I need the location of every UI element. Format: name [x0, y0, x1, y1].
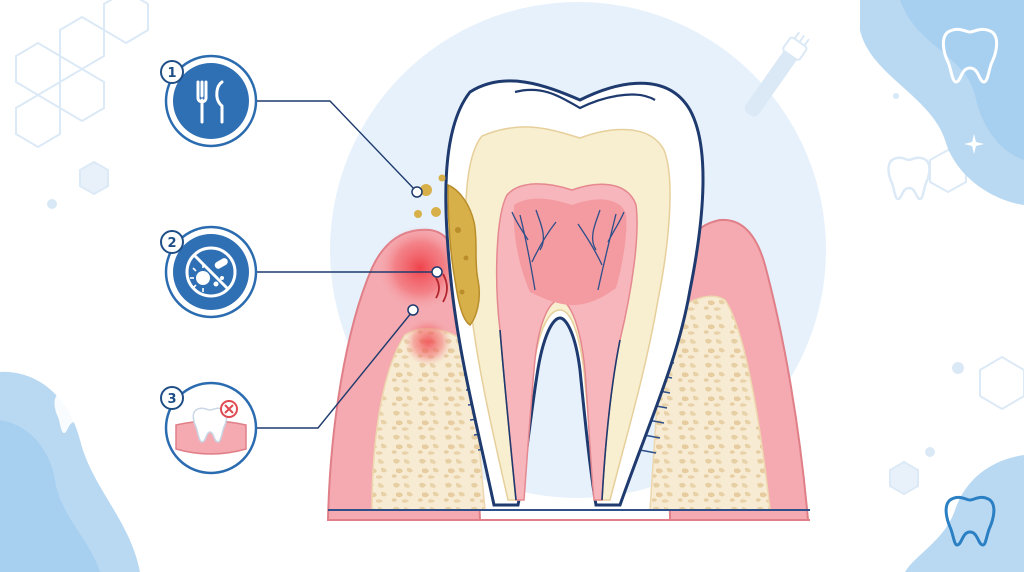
callout-2: 2	[160, 225, 258, 319]
callout-number-3: 3	[167, 392, 176, 407]
bottom-right-blob	[905, 455, 1024, 572]
leader-lines	[256, 100, 443, 429]
pulp-chamber	[513, 198, 627, 305]
plaque-particle	[414, 210, 422, 218]
callout-1: 1	[160, 54, 258, 148]
bacteria-icon	[185, 246, 237, 298]
plaque-particle	[431, 207, 441, 217]
tooth-loss-icon	[175, 400, 247, 455]
plaque-particle	[438, 174, 446, 182]
tooth-outline-icon	[944, 495, 996, 547]
inflamed-gum-margin	[378, 226, 462, 310]
fork-knife-icon	[196, 80, 224, 124]
callout-number-2: 2	[167, 236, 176, 251]
tooth-outline-icon	[941, 27, 999, 84]
nerves	[511, 209, 625, 291]
tooth-outline-icon	[887, 156, 931, 201]
tooth	[414, 79, 705, 507]
tooth-outline-icon	[54, 391, 96, 433]
toothbrush-icon	[744, 31, 810, 117]
sparkle-icon	[964, 134, 984, 154]
plaque-particle	[420, 184, 432, 196]
plaque-on-tooth-surface	[447, 183, 481, 326]
callout-3: 3	[160, 381, 258, 475]
gum-infection-bone	[404, 318, 452, 366]
gum-and-bone	[326, 218, 810, 521]
callout-number-1: 1	[167, 66, 176, 81]
